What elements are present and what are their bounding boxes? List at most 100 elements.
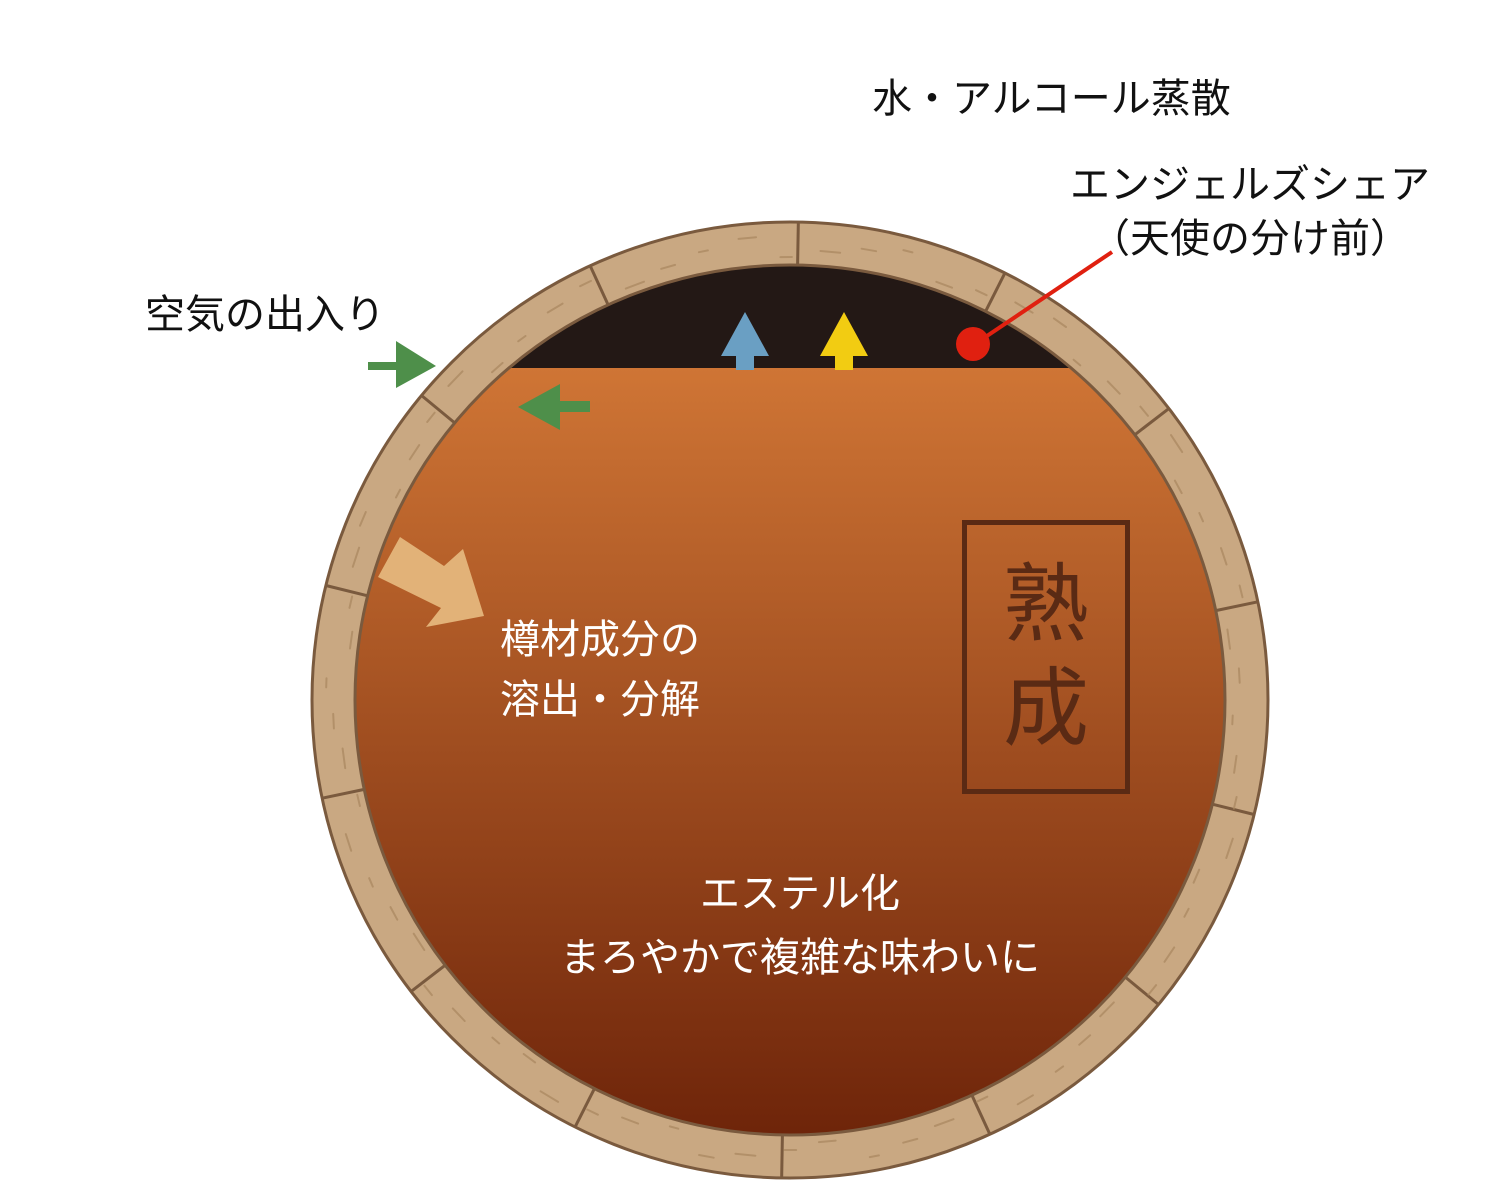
whisky-liquid: [355, 368, 1225, 1135]
angels-share-leader-line: [973, 250, 1114, 346]
wood-grain-stroke: [1232, 796, 1238, 810]
wood-grain-stroke: [408, 444, 421, 461]
wood-grain-stroke: [447, 370, 464, 387]
wood-grain-stroke: [737, 236, 758, 240]
wood-grain-stroke: [734, 1152, 757, 1157]
wood-grain-stroke: [1016, 1094, 1034, 1106]
wood-grain-stroke: [517, 335, 527, 343]
barrel-inner-edge: [353, 263, 1227, 1137]
stave-joint: [796, 222, 800, 266]
wood-grain-stroke: [975, 1095, 989, 1103]
angels-share-label: エンジェルズシェア （天使の分け前）: [1070, 158, 1430, 266]
alcohol-evaporation-arrow-icon: [820, 312, 868, 370]
wood-grain-stroke: [349, 630, 354, 650]
wood-grain-stroke: [868, 1154, 880, 1159]
wood-grain-stroke: [1183, 907, 1190, 918]
wood-grain-stroke: [539, 1090, 560, 1103]
wood-grain-stroke: [1054, 1065, 1065, 1073]
stamp-char-2: 成: [1003, 659, 1089, 759]
stave-joint: [1215, 600, 1259, 613]
wood-extraction-line2: 溶出・分解: [500, 677, 700, 723]
wood-grain-stroke: [860, 247, 878, 253]
wood-grain-stroke: [351, 546, 361, 568]
wood-grain-stroke: [697, 249, 709, 254]
wood-grain-stroke: [1220, 547, 1228, 566]
wood-grain-stroke: [1072, 358, 1082, 367]
wood-grain-stroke: [817, 1139, 837, 1144]
stave-joint: [573, 1087, 596, 1128]
wood-grain-stroke: [412, 932, 426, 951]
wood-grain-stroke: [522, 1053, 537, 1064]
wood-grain-stroke: [389, 906, 399, 921]
wood-grain-stroke: [491, 1036, 501, 1045]
wood-grain-stroke: [359, 511, 367, 527]
wood-grain-stroke: [423, 984, 433, 997]
wood-grain-stroke: [1147, 984, 1158, 996]
stave-joint: [780, 1134, 784, 1178]
air-out-arrow-icon: [518, 384, 590, 430]
wood-grain-stroke: [933, 1118, 955, 1127]
wood-grain-stroke: [698, 1154, 715, 1159]
wood-grain-stroke: [546, 302, 564, 314]
wood-grain-stroke: [586, 1108, 599, 1116]
wood-grain-stroke: [491, 361, 504, 374]
wood-grain-stroke: [1198, 512, 1204, 523]
wood-grain-stroke: [356, 793, 361, 807]
barrel-stave-joints: [321, 222, 1259, 1178]
wood-grain-stroke: [1106, 380, 1121, 395]
wood-extraction-label: 樽材成分の 溶出・分解: [500, 610, 700, 730]
esterification-line1: エステル化: [700, 871, 900, 917]
wood-grain-stroke: [332, 712, 335, 730]
wood-grain-stroke: [451, 1007, 466, 1022]
water-evaporation-arrow-icon: [721, 312, 769, 370]
wood-grain-stroke: [1192, 868, 1201, 884]
wood-grain-stroke: [902, 1137, 919, 1144]
wood-grain-stroke: [344, 833, 353, 852]
angels-share-subtitle: （天使の分け前）: [1090, 216, 1410, 262]
wood-grain-stroke: [935, 280, 954, 289]
wood-grain-stroke: [348, 595, 354, 609]
stamp-char-1: 熟: [1003, 555, 1089, 655]
wood-grain-stroke: [1052, 317, 1067, 328]
wood-grain-stroke: [902, 249, 914, 254]
wood-grain-stroke: [660, 263, 677, 270]
wood-grain-stroke: [341, 747, 347, 770]
wood-grain-stroke: [1078, 1034, 1092, 1046]
wood-grain-stroke: [1237, 667, 1241, 684]
wood-grain-stroke: [1226, 628, 1231, 650]
wood-grain-stroke: [1163, 946, 1176, 963]
air-in-arrow-icon: [368, 341, 436, 388]
stave-joint: [1211, 802, 1255, 816]
wood-grain-stroke: [975, 289, 988, 297]
wood-grain-stroke: [819, 250, 842, 254]
wood-grain-stroke: [1014, 301, 1034, 314]
stave-joint: [1124, 975, 1160, 1006]
wood-grain-stroke: [621, 1116, 640, 1125]
wood-grain-texture: [325, 236, 1244, 1159]
stave-joint: [325, 584, 369, 598]
wood-grain-stroke: [579, 279, 592, 288]
stave-joint: [410, 964, 447, 993]
wood-grain-stroke: [368, 877, 374, 888]
wood-extraction-line1: 樽材成分の: [500, 617, 700, 663]
wood-grain-stroke: [1099, 1001, 1115, 1018]
wood-grain-stroke: [426, 411, 436, 423]
esterification-label: エステル化 まろやかで複雑な味わいに: [520, 862, 1080, 990]
stave-joint: [970, 1094, 992, 1135]
wood-grain-stroke: [1139, 405, 1149, 417]
stave-joint: [588, 265, 610, 306]
stave-joint: [321, 787, 365, 800]
maturation-stamp: 熟 成: [962, 520, 1130, 794]
wood-grain-stroke: [1173, 479, 1183, 495]
wood-grain-stroke: [668, 1125, 680, 1130]
evaporation-label: 水・アルコール蒸散: [872, 76, 1231, 122]
angels-share-marker-icon: [956, 327, 990, 361]
stave-joint: [1133, 407, 1170, 436]
wood-extraction-arrow-icon: [378, 537, 484, 627]
wood-grain-stroke: [624, 280, 645, 290]
stave-joint: [420, 394, 456, 425]
wood-grain-stroke: [1225, 837, 1234, 859]
wood-grain-stroke: [1233, 754, 1238, 774]
angels-share-title: エンジェルズシェア: [1070, 162, 1430, 208]
